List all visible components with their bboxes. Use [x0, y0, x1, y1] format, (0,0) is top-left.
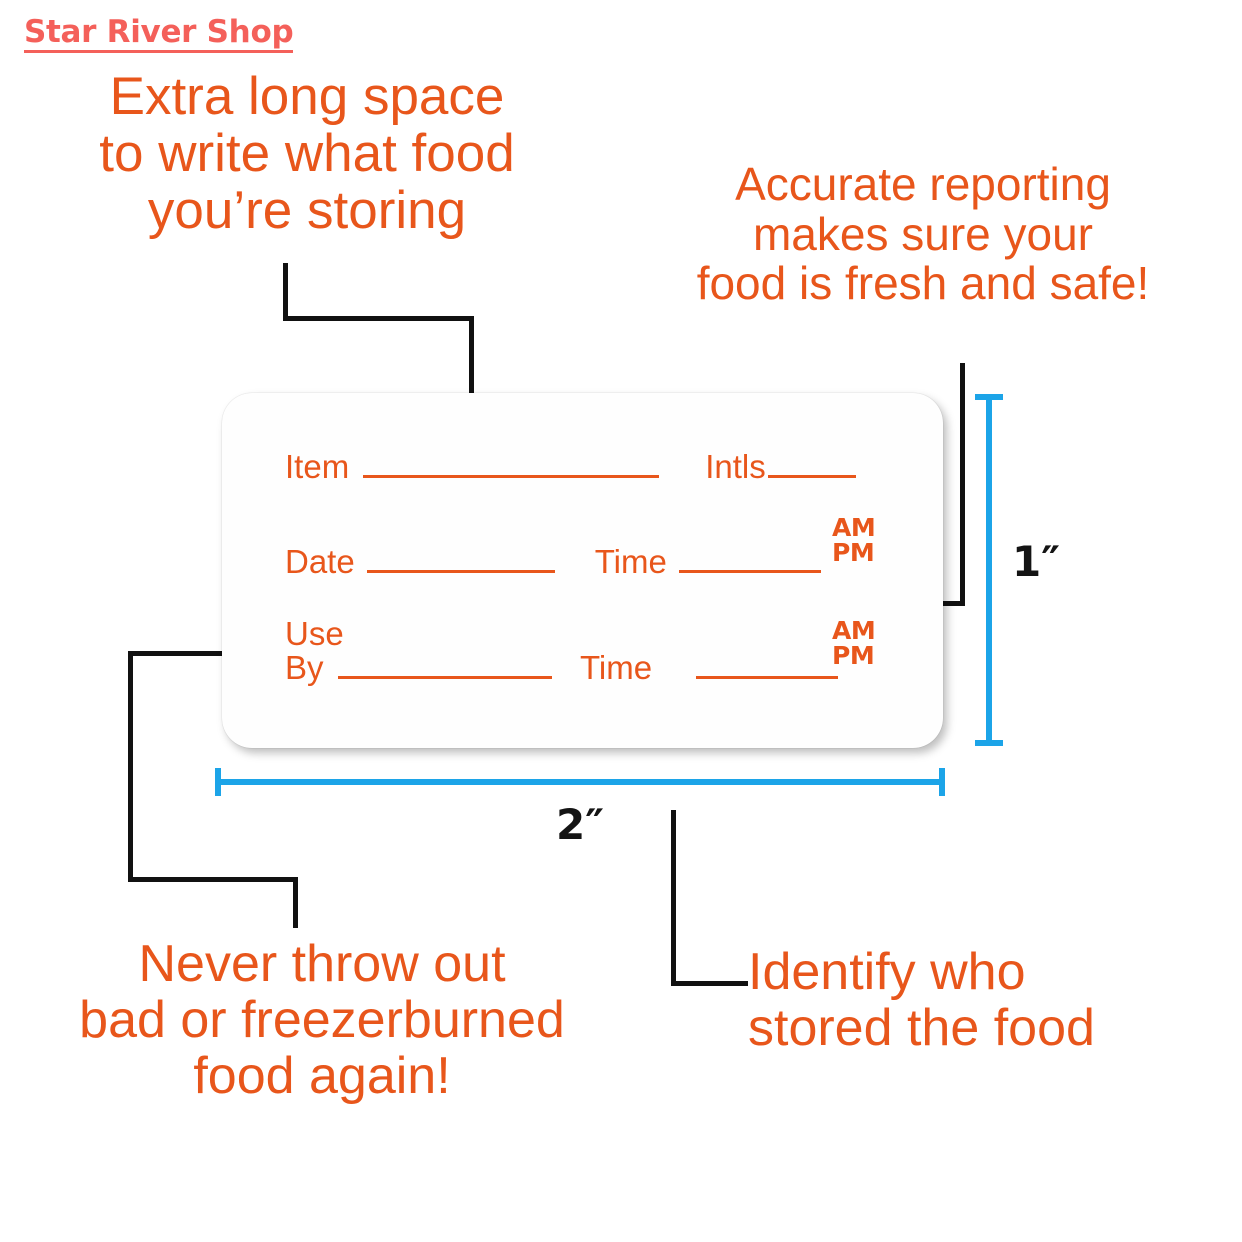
intls-label: Intls [705, 448, 766, 485]
leader-topleft-segment-3 [469, 316, 474, 446]
label-row-use-by: Use By [285, 617, 552, 684]
label-row-date: Date Time [285, 545, 821, 578]
dimension-width-line [215, 779, 945, 785]
pm-option-use-by[interactable]: PM [832, 641, 875, 670]
callout-accurate-reporting: Accurate reporting makes sure your food … [696, 158, 1150, 310]
leader-bottomright-segment-2 [671, 981, 748, 986]
item-label: Item [285, 448, 350, 485]
label-row-time-secondary: Time [580, 649, 839, 686]
leader-topleft-segment-1 [283, 263, 288, 321]
time-label: Time [594, 543, 667, 580]
leader-bottomleft-segment-4 [293, 877, 298, 928]
ampm-selector-use-by[interactable]: AM PM [832, 616, 876, 670]
leader-topright-segment-1 [960, 363, 965, 606]
label-row-item: Item Intls [285, 450, 856, 483]
item-write-line[interactable] [363, 474, 660, 478]
callout-never-throw-out: Never throw out bad or freezerburned foo… [79, 935, 565, 1106]
dimension-width-label: 2″ [556, 800, 604, 849]
date-write-line[interactable] [366, 569, 555, 573]
leader-bottomleft-segment-3 [128, 877, 298, 882]
time-write-line[interactable] [678, 569, 821, 573]
date-label: Date [285, 543, 355, 580]
am-option-date[interactable]: AM [832, 513, 876, 542]
dimension-height-line [986, 394, 992, 746]
callout-identify-who-stored: Identify who stored the food [748, 943, 1095, 1058]
intls-write-line[interactable] [767, 474, 856, 478]
by-line-wrap: By [285, 651, 552, 684]
food-rotation-label-card: Item Intls Date Time AM PM Use By Time [222, 393, 943, 748]
ampm-selector-date[interactable]: AM PM [832, 513, 876, 567]
dimension-height-label: 1″ [1012, 537, 1060, 586]
brand-logo: Star River Shop [24, 16, 294, 53]
leader-bottomleft-segment-1 [128, 651, 263, 656]
leader-bottomright-segment-1 [671, 810, 676, 986]
callout-extra-long-space: Extra long space to write what food you’… [99, 67, 515, 241]
dimension-height-cap-bottom [975, 740, 1003, 746]
use-by-write-line[interactable] [337, 675, 552, 679]
pm-option-date[interactable]: PM [832, 538, 875, 567]
am-option-use-by[interactable]: AM [832, 616, 876, 645]
time-secondary-write-line[interactable] [696, 675, 839, 679]
time-label-secondary: Time [580, 649, 653, 686]
use-label: Use [285, 615, 344, 652]
leader-topleft-segment-2 [283, 316, 474, 321]
by-label: By [285, 648, 324, 686]
dimension-width-cap-right [939, 768, 945, 796]
leader-bottomleft-segment-2 [128, 651, 133, 882]
